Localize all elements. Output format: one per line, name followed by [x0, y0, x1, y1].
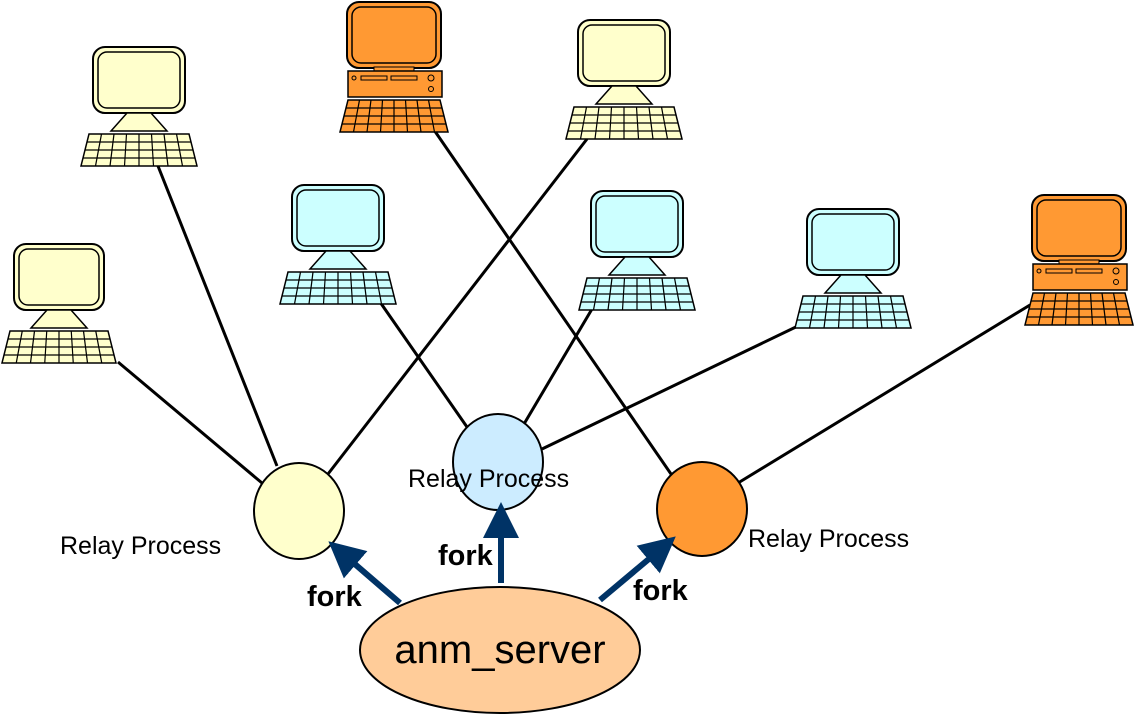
fork-arrow-yellow: [328, 541, 402, 606]
computer-4-desktop-icon[interactable]: [279, 184, 397, 305]
computer-3-desktop-icon[interactable]: [565, 19, 683, 140]
fork-arrow-orange: [598, 536, 676, 603]
computer-5-desktop-icon[interactable]: [578, 190, 696, 311]
connections: [117, 126, 1031, 485]
relay-node-orange[interactable]: [656, 461, 748, 557]
server-label: anm_server: [394, 628, 605, 672]
computer-8-desktop-icon[interactable]: [1, 243, 117, 364]
connection-computer-5-relay-blue: [522, 308, 594, 425]
relay-label-orange: Relay Process: [748, 525, 909, 553]
fork-label-blue: fork: [438, 540, 494, 572]
relay-label-blue: Relay Process: [408, 465, 569, 493]
monitor-stand-icon: [594, 85, 654, 105]
connection-computer-4-relay-blue: [378, 301, 469, 428]
system-unit-icon: [1032, 263, 1128, 291]
server-node[interactable]: [359, 586, 641, 714]
computer-1-desktop-icon[interactable]: [80, 46, 198, 167]
fork-label-yellow: fork: [307, 581, 363, 613]
computer-7-tower-icon[interactable]: [1024, 194, 1134, 326]
relay-processes: [253, 413, 748, 560]
monitor-stand-icon: [607, 256, 667, 276]
connection-computer-1-relay-yellow: [156, 165, 279, 467]
system-unit-icon: [347, 70, 443, 98]
relay-node-blue[interactable]: [452, 413, 544, 511]
fork-arrows: [328, 502, 676, 606]
monitor-stand-icon: [823, 274, 883, 294]
monitor-stand-icon: [109, 112, 169, 132]
connection-computer-3-relay-yellow: [326, 138, 589, 475]
monitor-stand-icon: [308, 250, 368, 270]
connection-computer-2-relay-orange: [430, 126, 673, 475]
connection-computer-6-relay-blue: [541, 323, 801, 451]
computer-2-tower-icon[interactable]: [339, 1, 449, 133]
relay-node-yellow[interactable]: [253, 462, 345, 560]
connection-computer-7-relay-orange: [737, 303, 1031, 485]
computers: [1, 1, 1134, 364]
monitor-stand-icon: [29, 309, 89, 329]
computer-6-desktop-icon[interactable]: [794, 208, 912, 329]
connection-computer-8-relay-yellow: [117, 360, 263, 485]
fork-label-orange: fork: [633, 575, 689, 607]
relay-label-yellow: Relay Process: [60, 532, 221, 560]
